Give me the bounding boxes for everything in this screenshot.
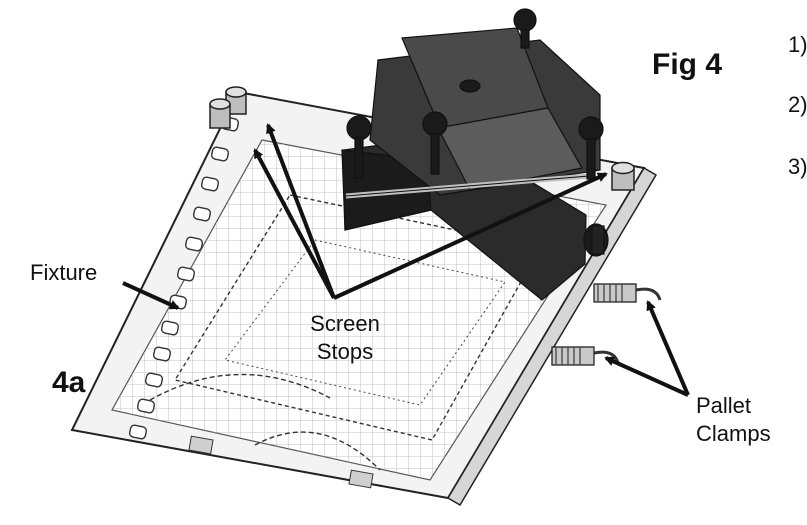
step-number-2: 2)	[788, 92, 807, 117]
pallet-clamps-line2: Clamps	[696, 421, 771, 446]
callout-arrows	[122, 123, 690, 397]
screen-stops-line2: Stops	[316, 339, 374, 364]
fixture-label: Fixture	[30, 260, 98, 285]
screen-stop-arrow-3	[333, 172, 608, 300]
figure-label: Fig 4	[652, 48, 723, 81]
pallet-clamps-line1: Pallet	[696, 393, 752, 418]
step-number-3: 3)	[788, 154, 807, 179]
print-head	[341, 8, 609, 301]
screen-stops-label: Screen Stops	[300, 310, 390, 366]
screen-stop-arrow-2	[266, 123, 336, 299]
pallet-clamps-label: Pallet Clamps	[696, 392, 771, 448]
pallet-clamp-arrow-2	[604, 356, 689, 397]
sub-figure-label: 4a	[52, 366, 86, 399]
screen-stops	[209, 86, 635, 191]
screen-stop-arrow-1	[253, 148, 336, 299]
pallet-clamp-arrow-1	[646, 300, 690, 396]
step-number-1: 1)	[788, 32, 807, 57]
pallet-clamps	[551, 283, 662, 366]
fixture-arrow	[122, 281, 180, 310]
screen-stops-line1: Screen	[310, 311, 380, 336]
